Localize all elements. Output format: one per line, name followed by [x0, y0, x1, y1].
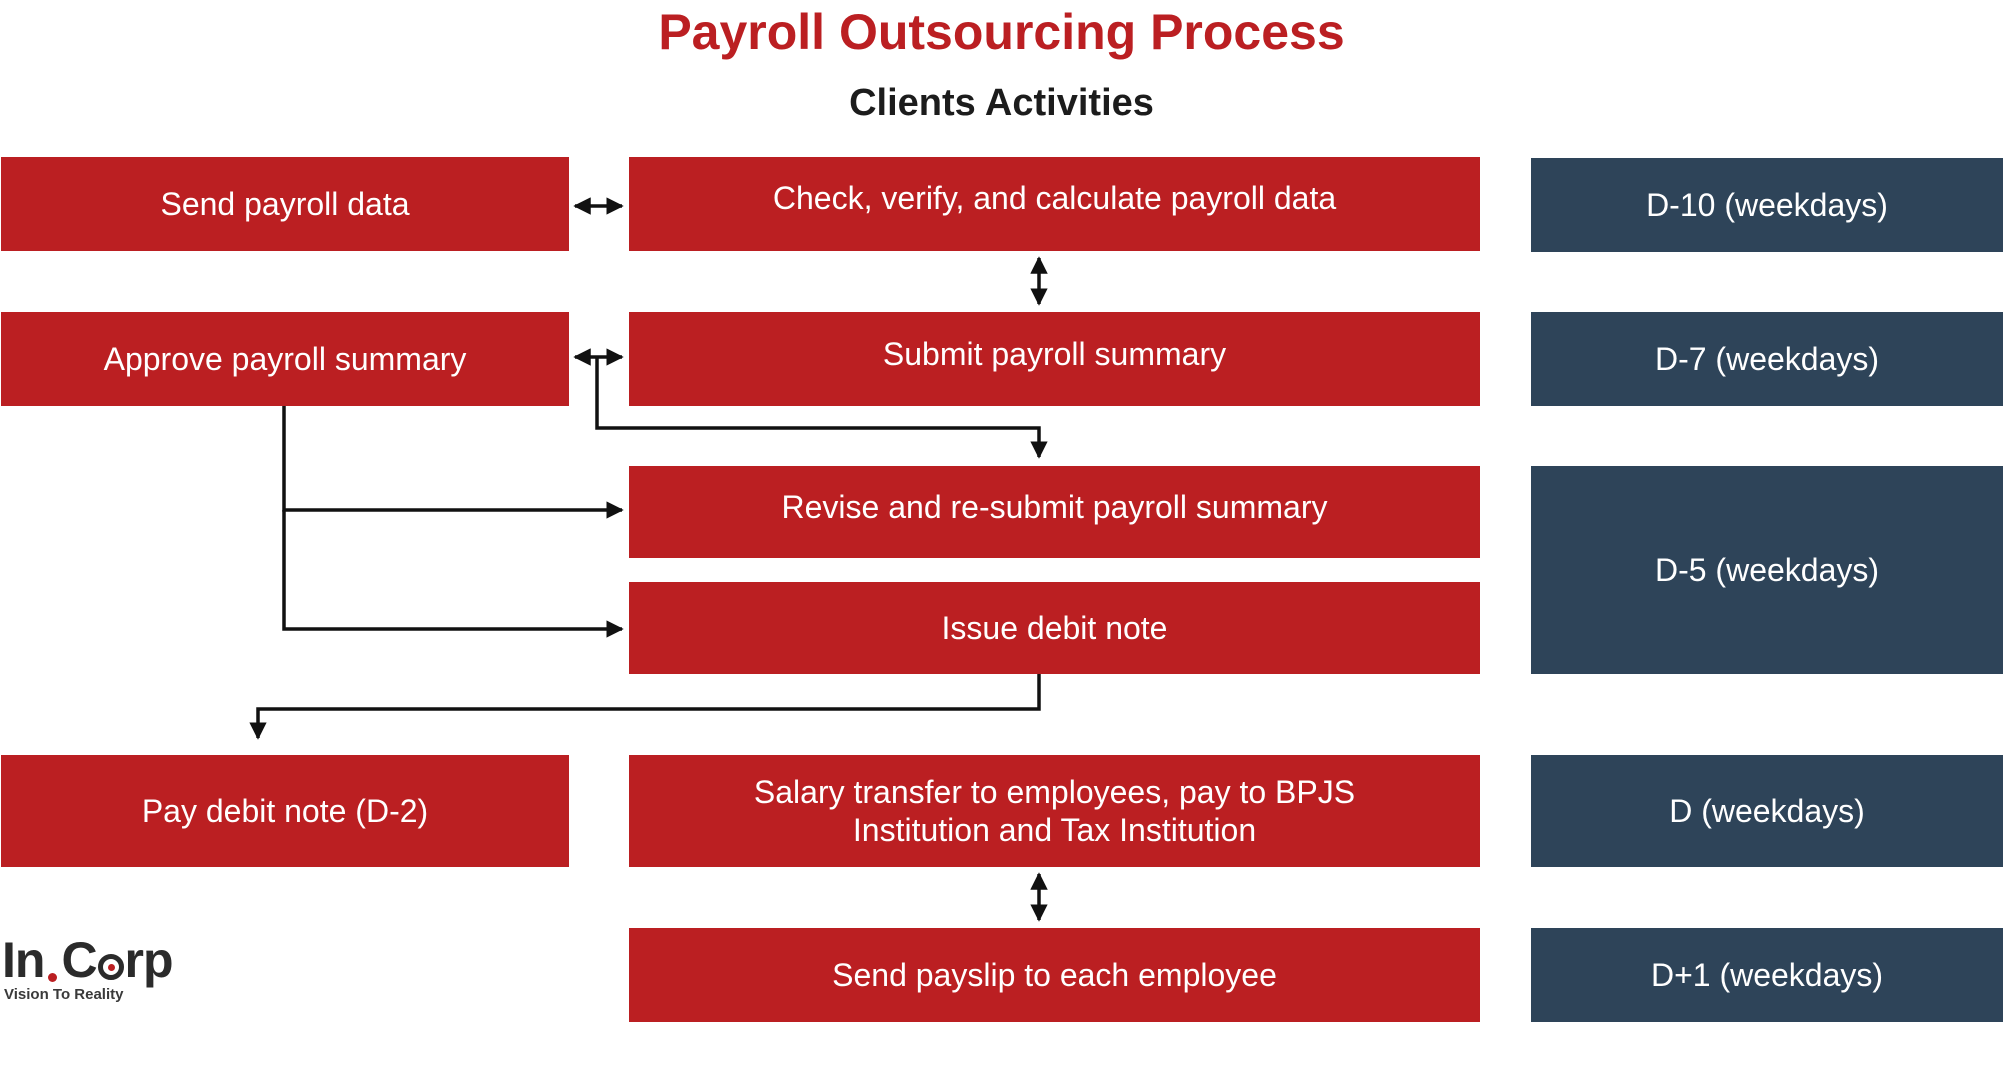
revise-resubmit-label: Revise and re-submit payroll summary [781, 489, 1328, 525]
timeline-d10-box: D-10 (weekdays) [1531, 158, 2003, 252]
timeline-d5-label: D-5 (weekdays) [1654, 552, 1880, 588]
check-verify-label: Check, verify, and calculate payroll dat… [772, 180, 1337, 216]
issue-debit-note-box: Issue debit note [629, 582, 1480, 674]
timeline-d-label: D (weekdays) [1669, 793, 1865, 829]
send-payroll-data-label: Send payroll data [160, 186, 410, 222]
timeline-d7-box: D-7 (weekdays) [1531, 312, 2003, 406]
check-verify-box: Check, verify, and calculate payroll dat… [629, 157, 1480, 251]
timeline-d1-label: D+1 (weekdays) [1650, 957, 1884, 993]
arrow-approve-revise [282, 406, 624, 519]
globe-dot-icon [97, 954, 124, 980]
logo-word-part3: rp [124, 932, 174, 988]
approve-payroll-summary-box: Approve payroll summary [1, 312, 569, 406]
submit-summary-box: Submit payroll summary [629, 312, 1480, 406]
issue-debit-note-label: Issue debit note [941, 610, 1168, 646]
salary-transfer-box: Salary transfer to employees, pay to BPJ… [629, 755, 1480, 867]
timeline-d10-label: D-10 (weekdays) [1646, 187, 1888, 223]
send-payslip-label: Send payslip to each employee [832, 957, 1277, 993]
timeline-d1-box: D+1 (weekdays) [1531, 928, 2003, 1022]
page-subtitle: Clients Activities [849, 82, 1154, 124]
page-title: Payroll Outsourcing Process [658, 4, 1345, 60]
arrow-approve-issue [282, 510, 624, 638]
arrow-issue-pay [249, 674, 1041, 740]
pay-debit-note-box: Pay debit note (D-2) [1, 755, 569, 867]
send-payroll-data-box: Send payroll data [1, 157, 569, 251]
submit-summary-label: Submit payroll summary [882, 336, 1227, 372]
timeline-d5-box: D-5 (weekdays) [1531, 466, 2003, 674]
logo-tagline: Vision To Reality [4, 986, 124, 1003]
logo-dot-icon [48, 973, 58, 982]
timeline-d7-label: D-7 (weekdays) [1654, 341, 1880, 377]
logo-word-part1: In [2, 932, 45, 988]
pay-debit-note-label: Pay debit note (D-2) [141, 793, 429, 829]
salary-transfer-label: Salary transfer to employees, pay to BPJ… [753, 774, 1356, 848]
arrow-branch-revise [595, 357, 1048, 459]
approve-payroll-summary-label: Approve payroll summary [103, 341, 467, 377]
logo-word-part2: C [61, 932, 97, 988]
timeline-d-box: D (weekdays) [1531, 755, 2003, 867]
send-payslip-box: Send payslip to each employee [629, 928, 1480, 1022]
revise-resubmit-box: Revise and re-submit payroll summary [629, 466, 1480, 558]
